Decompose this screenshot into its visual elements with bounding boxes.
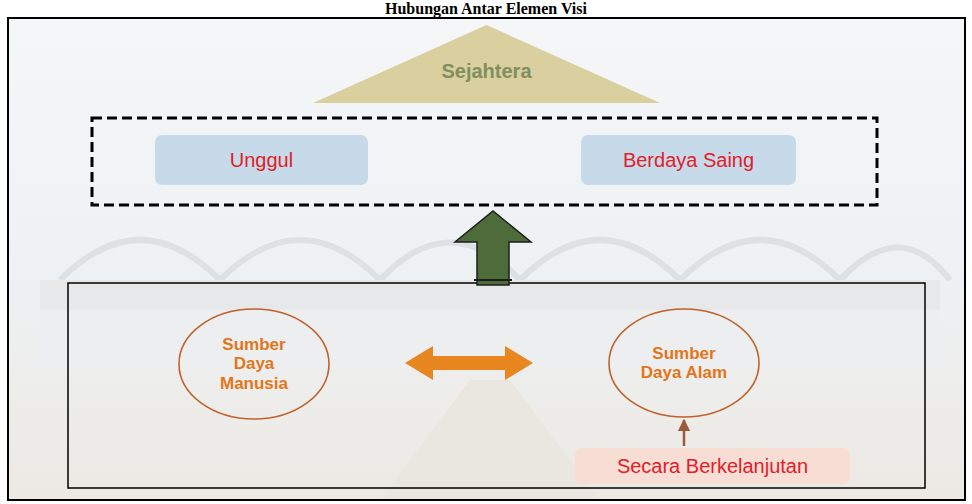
goal-triangle: Sejahtera — [313, 25, 660, 103]
outer-frame — [8, 18, 965, 500]
resource-group-box — [68, 283, 925, 488]
note-box: Secara Berkelanjutan — [575, 448, 850, 484]
diagram-title: Hubungan Antar Elemen Visi — [0, 0, 972, 18]
node-label: Unggul — [230, 148, 293, 172]
walkway — [380, 380, 600, 500]
photo-ground — [8, 18, 965, 500]
double-arrow — [405, 346, 533, 380]
node-label: Sejahtera — [441, 59, 531, 83]
quality-box: Unggul — [155, 135, 368, 185]
node-label: Sumber Daya Manusia — [201, 335, 307, 392]
dashed-group-box — [92, 118, 877, 205]
node-label: Berdaya Saing — [623, 148, 754, 172]
up-arrow — [455, 211, 531, 285]
node-label: Secara Berkelanjutan — [617, 454, 808, 478]
resource-ellipse: Sumber Daya Alam — [608, 308, 760, 418]
arrow-base — [474, 279, 512, 281]
quality-box: Berdaya Saing — [581, 135, 796, 185]
support-arrow — [683, 420, 686, 446]
resource-ellipse: Sumber Daya Manusia — [178, 308, 330, 420]
node-label: Sumber Daya Alam — [631, 344, 737, 382]
